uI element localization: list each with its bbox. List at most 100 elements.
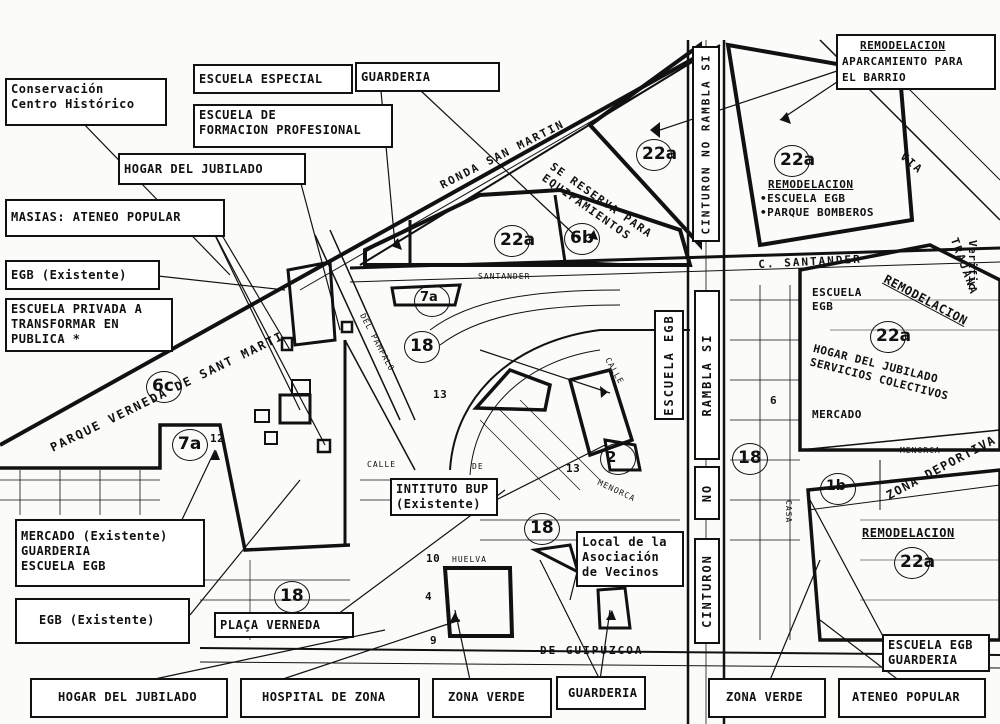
zona-verde-left-label: ZONA VERDE — [448, 690, 526, 704]
street-calle-de: DE — [472, 462, 484, 471]
hogar-jubilado-bottom-label: HOGAR DEL JUBILADO — [58, 690, 198, 704]
escuela-privada-line-3: PUBLICA * — [11, 332, 81, 346]
zone-18-left: 18 — [404, 331, 440, 363]
guarderia-bottom-label: GUARDERIA — [568, 686, 638, 700]
number-6: 6 — [770, 394, 778, 407]
mercado-line-1: MERCADO (Existente) — [21, 529, 168, 543]
mercado-right-label: MERCADO — [812, 408, 862, 421]
escuela-egb-vertical-box: ESCUELA EGB — [654, 310, 684, 420]
escuela-privada-line-2: TRANSFORMAR EN — [11, 317, 120, 331]
local-line-3: de Vecinos — [582, 565, 660, 579]
zone-22a-mid: 22a — [493, 225, 536, 257]
guarderia-top-label: GUARDERIA — [361, 70, 431, 84]
number-9: 9 — [430, 634, 438, 647]
remodelacion-mid-line-3: •PARQUE BOMBEROS — [760, 206, 874, 219]
escuela-egb-vertical-label: ESCUELA EGB — [662, 314, 676, 416]
remodelacion-top-box: REMODELACION APARCAMIENTO PARA EL BARRIO — [836, 34, 996, 90]
mercado-existente-box: MERCADO (Existente) GUARDERIA ESCUELA EG… — [15, 519, 205, 587]
zone-6b: 6b — [564, 223, 600, 255]
hogar-jubilado-top-label: HOGAR DEL JUBILADO — [124, 162, 264, 176]
zona-verde-right-box: ZONA VERDE — [708, 678, 826, 718]
escuela-especial-box: ESCUELA ESPECIAL — [193, 64, 353, 94]
mercado-line-2: GUARDERIA — [21, 544, 91, 558]
masias-box: MASIAS: ATENEO POPULAR — [5, 199, 225, 237]
escuela-egb-guarderia-box: ESCUELA EGB GUARDERIA — [882, 634, 990, 672]
hospital-zona-label: HOSPITAL DE ZONA — [262, 690, 386, 704]
zone-7a: 7a — [171, 429, 209, 461]
egb-guarderia-line-1: ESCUELA EGB — [888, 638, 973, 652]
diagonal-boundary-line — [0, 53, 701, 447]
egb-existente-bottom-box: EGB (Existente) — [15, 598, 190, 644]
number-10: 10 — [426, 552, 441, 565]
placa-verneda-label: PLAÇA VERNEDA — [220, 618, 321, 632]
guarderia-bottom-box: GUARDERIA — [556, 676, 646, 710]
egb-existente-top-box: EGB (Existente) — [5, 260, 160, 290]
conservacion-line-1: Conservación — [11, 82, 104, 96]
street-menorca-right: MENORCA — [900, 446, 941, 455]
remodelacion-top-line-3: EL BARRIO — [842, 71, 907, 84]
hogar-jubilado-bottom-box: HOGAR DEL JUBILADO — [30, 678, 228, 718]
street-casa: CASA — [784, 500, 793, 524]
zone-2: 2 — [599, 443, 638, 475]
remodelacion-mid-text: REMODELACION •ESCUELA EGB •PARQUE BOMBER… — [760, 178, 874, 220]
remodelacion-mid-line-2: •ESCUELA EGB — [760, 192, 846, 205]
egb-existente-bottom-label: EGB (Existente) — [39, 613, 155, 627]
escuela-egb-right-text: ESCUELA EGB — [812, 286, 862, 314]
number-13b: 13 — [566, 462, 581, 475]
zone-18-right: 18 — [732, 443, 768, 475]
cinturon-top-label: CINTURON NO RAMBLA SI — [699, 53, 713, 235]
zone-1b: 1b — [820, 473, 856, 505]
conservacion-box: Conservación Centro Histórico — [5, 78, 167, 126]
ateneo-popular-box: ATENEO POPULAR — [838, 678, 986, 718]
remodelacion-top-line-2: APARCAMIENTO PARA — [842, 55, 964, 68]
local-line-2: Asociación — [582, 550, 660, 564]
zone-22a-top2: 22a — [773, 145, 816, 177]
zona-verde-right-label: ZONA VERDE — [726, 690, 804, 704]
rambla-si-box: RAMBLA SI — [694, 290, 720, 460]
zona-verde-left-box: ZONA VERDE — [432, 678, 552, 718]
instituto-bup-box: INTITUTO BUP (Existente) — [390, 478, 498, 516]
zone-18-center: 18 — [524, 513, 560, 545]
egb-guarderia-line-2: GUARDERIA — [888, 653, 958, 667]
escuela-privada-line-1: ESCUELA PRIVADA A — [11, 302, 143, 316]
zone-22a-right: 22a — [869, 321, 912, 353]
zone-22a-top: 22a — [635, 139, 678, 171]
formacion-line-2: FORMACION PROFESIONAL — [199, 123, 362, 137]
hogar-jubilado-top-box: HOGAR DEL JUBILADO — [118, 153, 306, 185]
cinturon-bottom-box: CINTURON — [694, 538, 720, 644]
ateneo-popular-label: ATENEO POPULAR — [852, 690, 961, 704]
conservacion-line-2: Centro Histórico — [11, 97, 135, 111]
zone-7a-small: 7a — [414, 285, 450, 317]
mercado-line-3: ESCUELA EGB — [21, 559, 106, 573]
zone-22a-bottom: 22a — [893, 547, 936, 579]
cinturon-bottom-label: CINTURON — [700, 554, 714, 628]
hospital-zona-box: HOSPITAL DE ZONA — [240, 678, 420, 718]
number-13: 13 — [433, 388, 448, 401]
formacion-line-1: ESCUELA DE — [199, 108, 277, 122]
street-huelva: HUELVA — [452, 555, 487, 564]
zone-6c: 6c — [146, 371, 182, 403]
escuela-egb-right-line-2: EGB — [812, 300, 834, 313]
no-label: NO — [700, 483, 714, 503]
instituto-line-2: (Existente) — [396, 497, 481, 511]
egb-existente-top-label: EGB (Existente) — [11, 268, 127, 282]
guarderia-top-box: GUARDERIA — [355, 62, 500, 92]
no-box: NO — [694, 466, 720, 520]
street-calle: CALLE — [367, 460, 397, 469]
escuela-especial-label: ESCUELA ESPECIAL — [199, 72, 323, 86]
rambla-si-label: RAMBLA SI — [700, 333, 714, 417]
number-4: 4 — [425, 590, 433, 603]
local-line-1: Local de la — [582, 535, 667, 549]
zone-18-bottom: 18 — [274, 581, 310, 613]
local-asociacion-box: Local de la Asociación de Vecinos — [576, 531, 684, 587]
street-guipuzcoa: DE GUIPUZCOA — [540, 644, 644, 657]
escuela-egb-right-line-1: ESCUELA — [812, 286, 862, 299]
placa-verneda-box: PLAÇA VERNEDA — [214, 612, 354, 638]
masias-label: MASIAS: ATENEO POPULAR — [11, 210, 181, 224]
instituto-line-1: INTITUTO BUP — [396, 482, 489, 496]
escuela-privada-box: ESCUELA PRIVADA A TRANSFORMAR EN PUBLICA… — [5, 298, 173, 352]
cinturon-top-box: CINTURON NO RAMBLA SI — [692, 46, 720, 242]
remodelacion-mid-line-1: REMODELACION — [768, 178, 854, 191]
remodelacion-top-line-1: REMODELACION — [860, 39, 946, 52]
